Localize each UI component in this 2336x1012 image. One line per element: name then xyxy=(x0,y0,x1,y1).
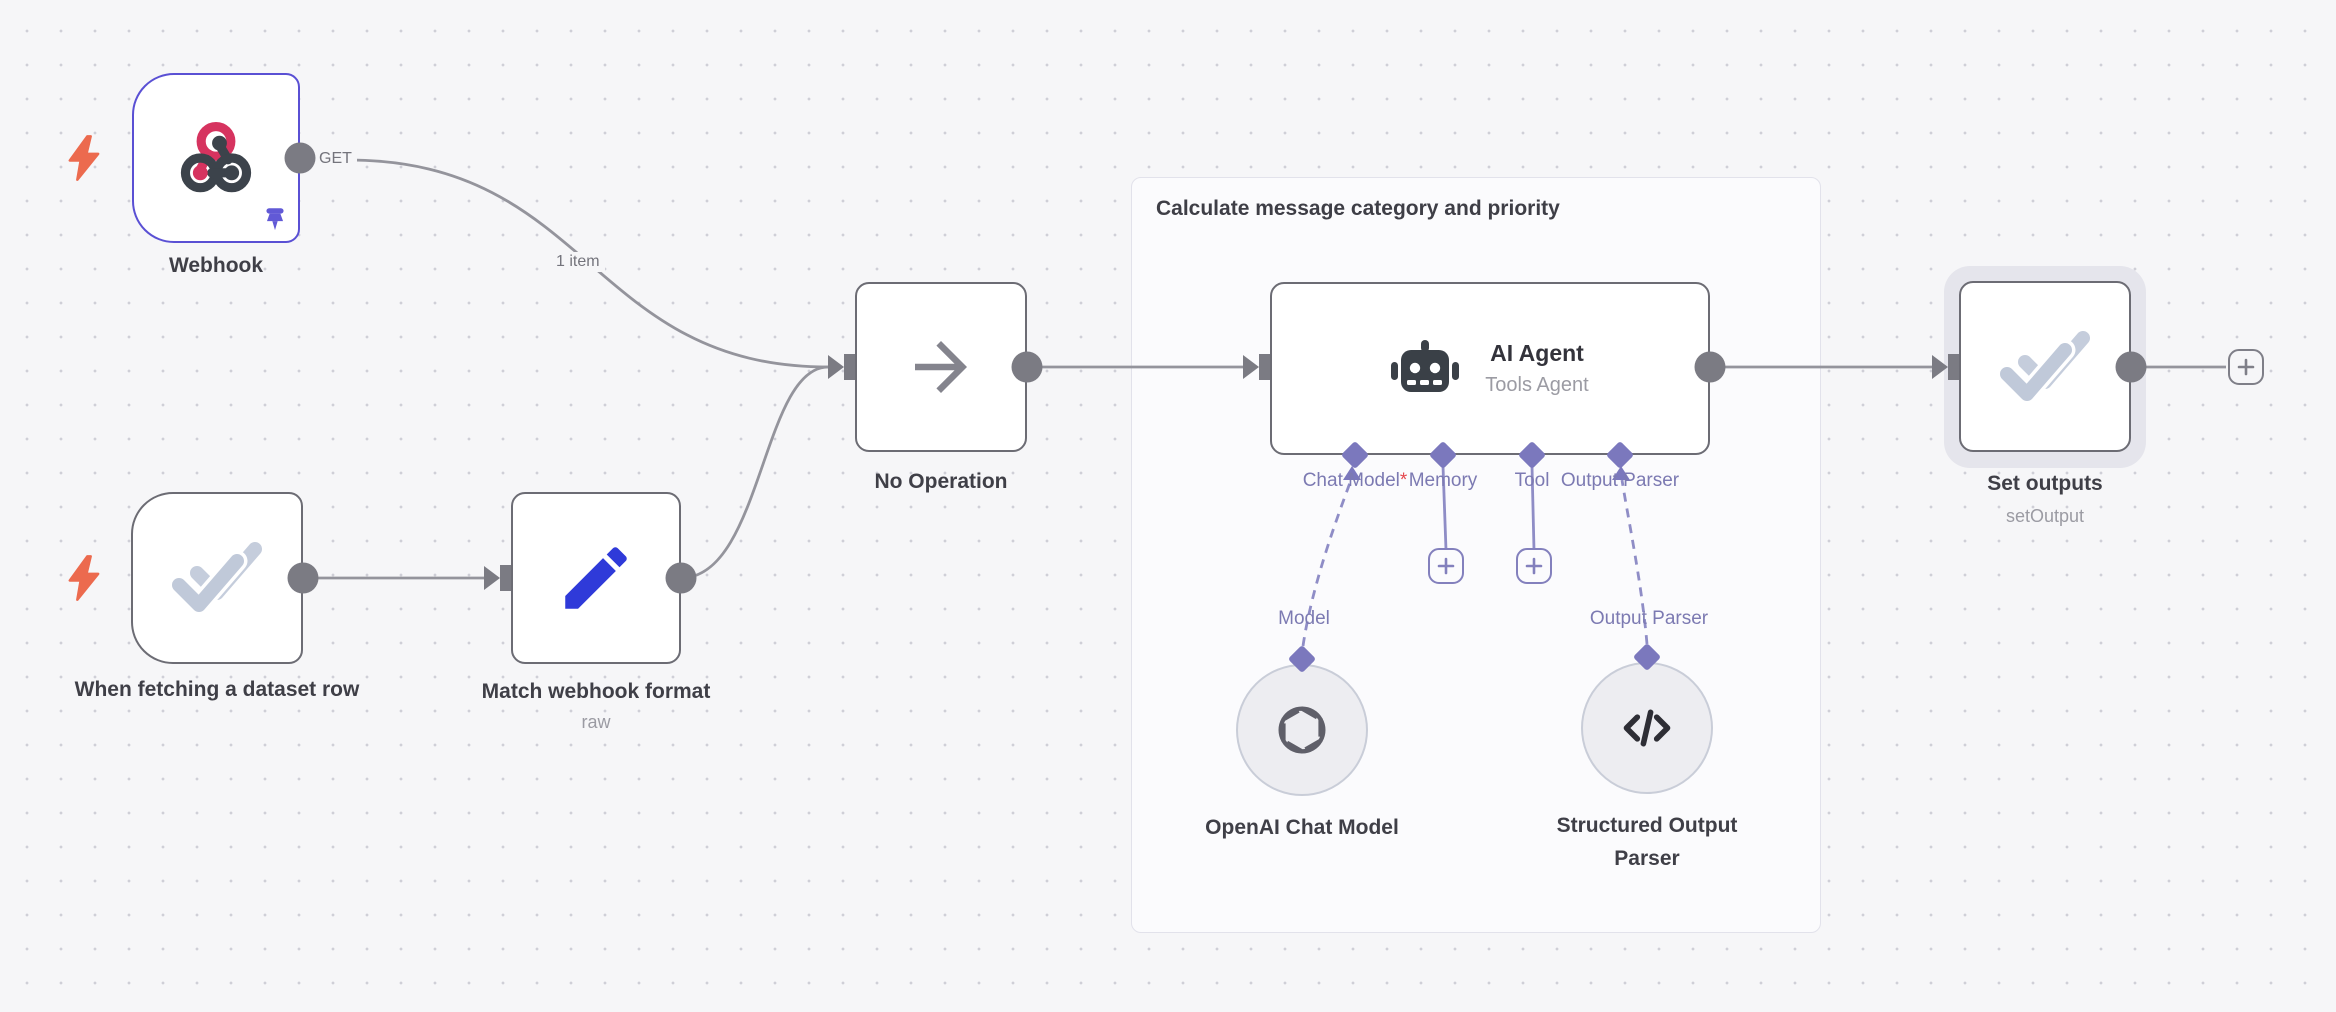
node-label-when-fetching: When fetching a dataset row xyxy=(74,678,360,701)
ai-agent-title: AI Agent xyxy=(1490,340,1584,366)
webhook-output-method-label: GET xyxy=(314,149,357,169)
port-label-output-parser: Output Parser xyxy=(1560,470,1680,491)
node-when-fetching-dataset-row[interactable] xyxy=(131,492,303,664)
add-memory-button[interactable] xyxy=(1428,548,1464,584)
code-icon xyxy=(1623,709,1671,747)
edge-items-count-label: 1 item xyxy=(551,252,605,272)
input-bar-no-operation xyxy=(844,354,855,380)
subport-label-model: Model xyxy=(1278,608,1330,629)
ai-agent-subtitle: Tools Agent xyxy=(1485,374,1589,396)
input-arrow-no-operation xyxy=(828,355,844,379)
node-label-structured-parser: Structured Output Parser xyxy=(1556,814,1738,870)
double-check-icon xyxy=(171,542,262,616)
node-label-openai: OpenAI Chat Model xyxy=(1205,816,1399,839)
openai-logo-icon xyxy=(1278,706,1326,754)
trigger-bolt-icon xyxy=(68,555,100,601)
node-subtitle-match-format: raw xyxy=(581,712,611,732)
subport-label-output-parser: Output Parser xyxy=(1589,608,1709,629)
node-structured-output-parser[interactable] xyxy=(1581,662,1713,794)
webhook-icon xyxy=(180,121,252,193)
node-label-no-operation: No Operation xyxy=(874,470,1008,493)
port-label-chat-model: Chat Model* xyxy=(1302,470,1408,491)
node-label-webhook: Webhook xyxy=(168,254,264,277)
node-label-match-format: Match webhook format xyxy=(481,680,711,703)
plus-icon xyxy=(1525,557,1543,575)
port-label-tool: Tool xyxy=(1514,470,1550,491)
node-webhook[interactable] xyxy=(132,73,300,243)
ai-agent-text: AI Agent Tools Agent xyxy=(1485,340,1588,397)
pin-icon xyxy=(266,208,284,231)
add-tool-button[interactable] xyxy=(1516,548,1552,584)
input-bar-match-format xyxy=(500,565,511,591)
robot-icon xyxy=(1391,339,1460,392)
edit-pencil-icon xyxy=(565,547,627,609)
group-note-title: Calculate message category and priority xyxy=(1156,197,1560,220)
node-openai-chat-model[interactable] xyxy=(1236,664,1368,796)
port-label-memory: Memory xyxy=(1408,470,1478,491)
input-arrow-match-format xyxy=(484,566,500,590)
node-match-webhook-format[interactable] xyxy=(511,492,681,664)
plus-icon xyxy=(1437,557,1455,575)
node-set-outputs[interactable] xyxy=(1959,281,2131,452)
node-no-operation[interactable] xyxy=(855,282,1027,452)
double-check-icon xyxy=(1999,330,2090,404)
node-ai-agent[interactable]: AI Agent Tools Agent xyxy=(1270,282,1710,455)
trigger-bolt-icon xyxy=(68,135,100,181)
required-marker: * xyxy=(1399,470,1408,491)
node-subtitle-set-outputs: setOutput xyxy=(2005,506,2085,526)
plus-icon xyxy=(2237,358,2255,376)
node-label-set-outputs: Set outputs xyxy=(1987,472,2103,495)
add-node-button[interactable] xyxy=(2228,349,2264,385)
arrow-right-icon xyxy=(915,341,967,393)
